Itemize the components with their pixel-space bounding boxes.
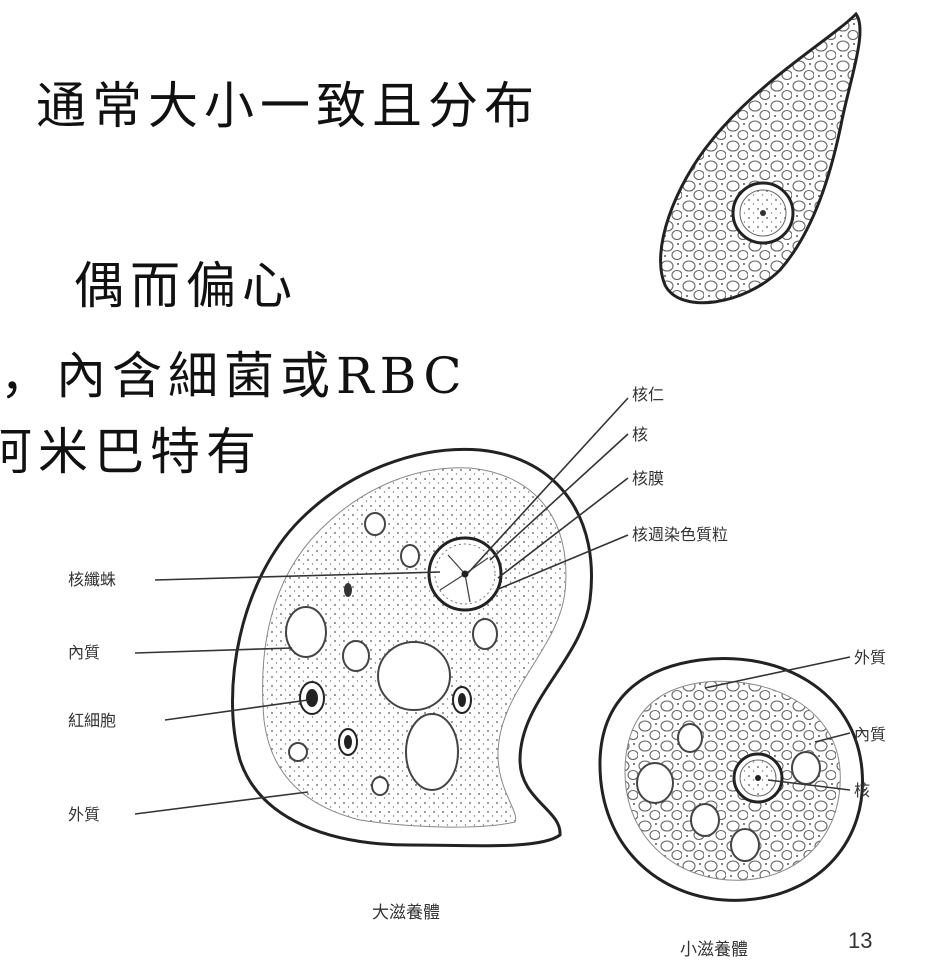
label-ectoplasm-right: 外質 [854, 648, 886, 667]
leader-lines [134, 397, 851, 815]
top-right-cell [659, 11, 862, 305]
page-number: 13 [848, 928, 873, 953]
label-nucleolus: 核仁 [632, 385, 664, 404]
label-nuclear-membrane: 核膜 [632, 469, 664, 488]
caption-large-trophozoite: 大滋養體 [372, 903, 440, 923]
text-line-3: ，內含細菌或RBC [0, 347, 468, 405]
label-peripheral-chromatin: 核週染色質粒 [632, 525, 728, 544]
caption-small-trophozoite: 小滋養體 [680, 940, 748, 960]
text-line-2: 偶而偏心 [74, 257, 298, 315]
text-line-4: 阿米巴特有 [0, 423, 262, 481]
label-ectoplasm-left: 外質 [68, 805, 100, 824]
text-line-1: ，通常大小一致且分布 [0, 77, 540, 135]
label-nucleus: 核 [632, 425, 648, 444]
label-endoplasm-left: 內質 [68, 643, 100, 662]
small-trophozoite-cell [598, 657, 864, 902]
label-endoplasm-right: 內質 [854, 725, 886, 744]
label-rbc: 紅細胞 [68, 711, 116, 730]
label-karyosome-fibers: 核纖蛛 [68, 570, 116, 589]
label-nucleus-right: 核 [854, 781, 870, 800]
